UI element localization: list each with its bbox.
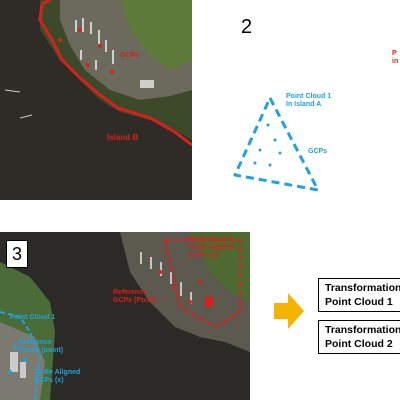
point-cloud-outline — [230, 95, 320, 200]
label-reference-points: Reference Points (point) — [18, 339, 64, 354]
label-point-cloud-1-p3: Point Cloud 1 — [10, 314, 56, 321]
label-point-cloud-1: Point Cloud 1 In Island A — [286, 93, 332, 108]
label-to-be-aligned: To Be Aligned GCPs (x) — [34, 369, 81, 384]
label-reference-gcps: Reference GCPs (Point) — [113, 289, 157, 304]
aerial-map-3 — [0, 232, 250, 400]
label-gcps-1: GCPs — [120, 52, 140, 59]
aerial-map-1 — [0, 0, 192, 200]
transformation-card-1: Transformation Point Cloud 1 — [318, 278, 400, 312]
island-outline — [38, 3, 192, 147]
aerial-image-overlay: Point Cloud 2 To Be Aligned GCPs (x) Ref… — [0, 232, 250, 400]
label-point-cloud-2: Point Cloud 2 To Be Aligned GCPs (x) — [188, 236, 235, 259]
label-gcps-2: GCPs — [308, 148, 328, 155]
label-island-b: Island B — [107, 133, 139, 142]
transformation-card-2: Transformation Point Cloud 2 — [318, 320, 400, 354]
step-number-2: 2 — [241, 16, 253, 38]
right-arrow — [274, 293, 304, 334]
aerial-image-island-b: GCPs Island B — [0, 0, 192, 200]
step-number-3: 3 — [6, 240, 28, 268]
clipped-red-label: P in — [392, 50, 399, 65]
